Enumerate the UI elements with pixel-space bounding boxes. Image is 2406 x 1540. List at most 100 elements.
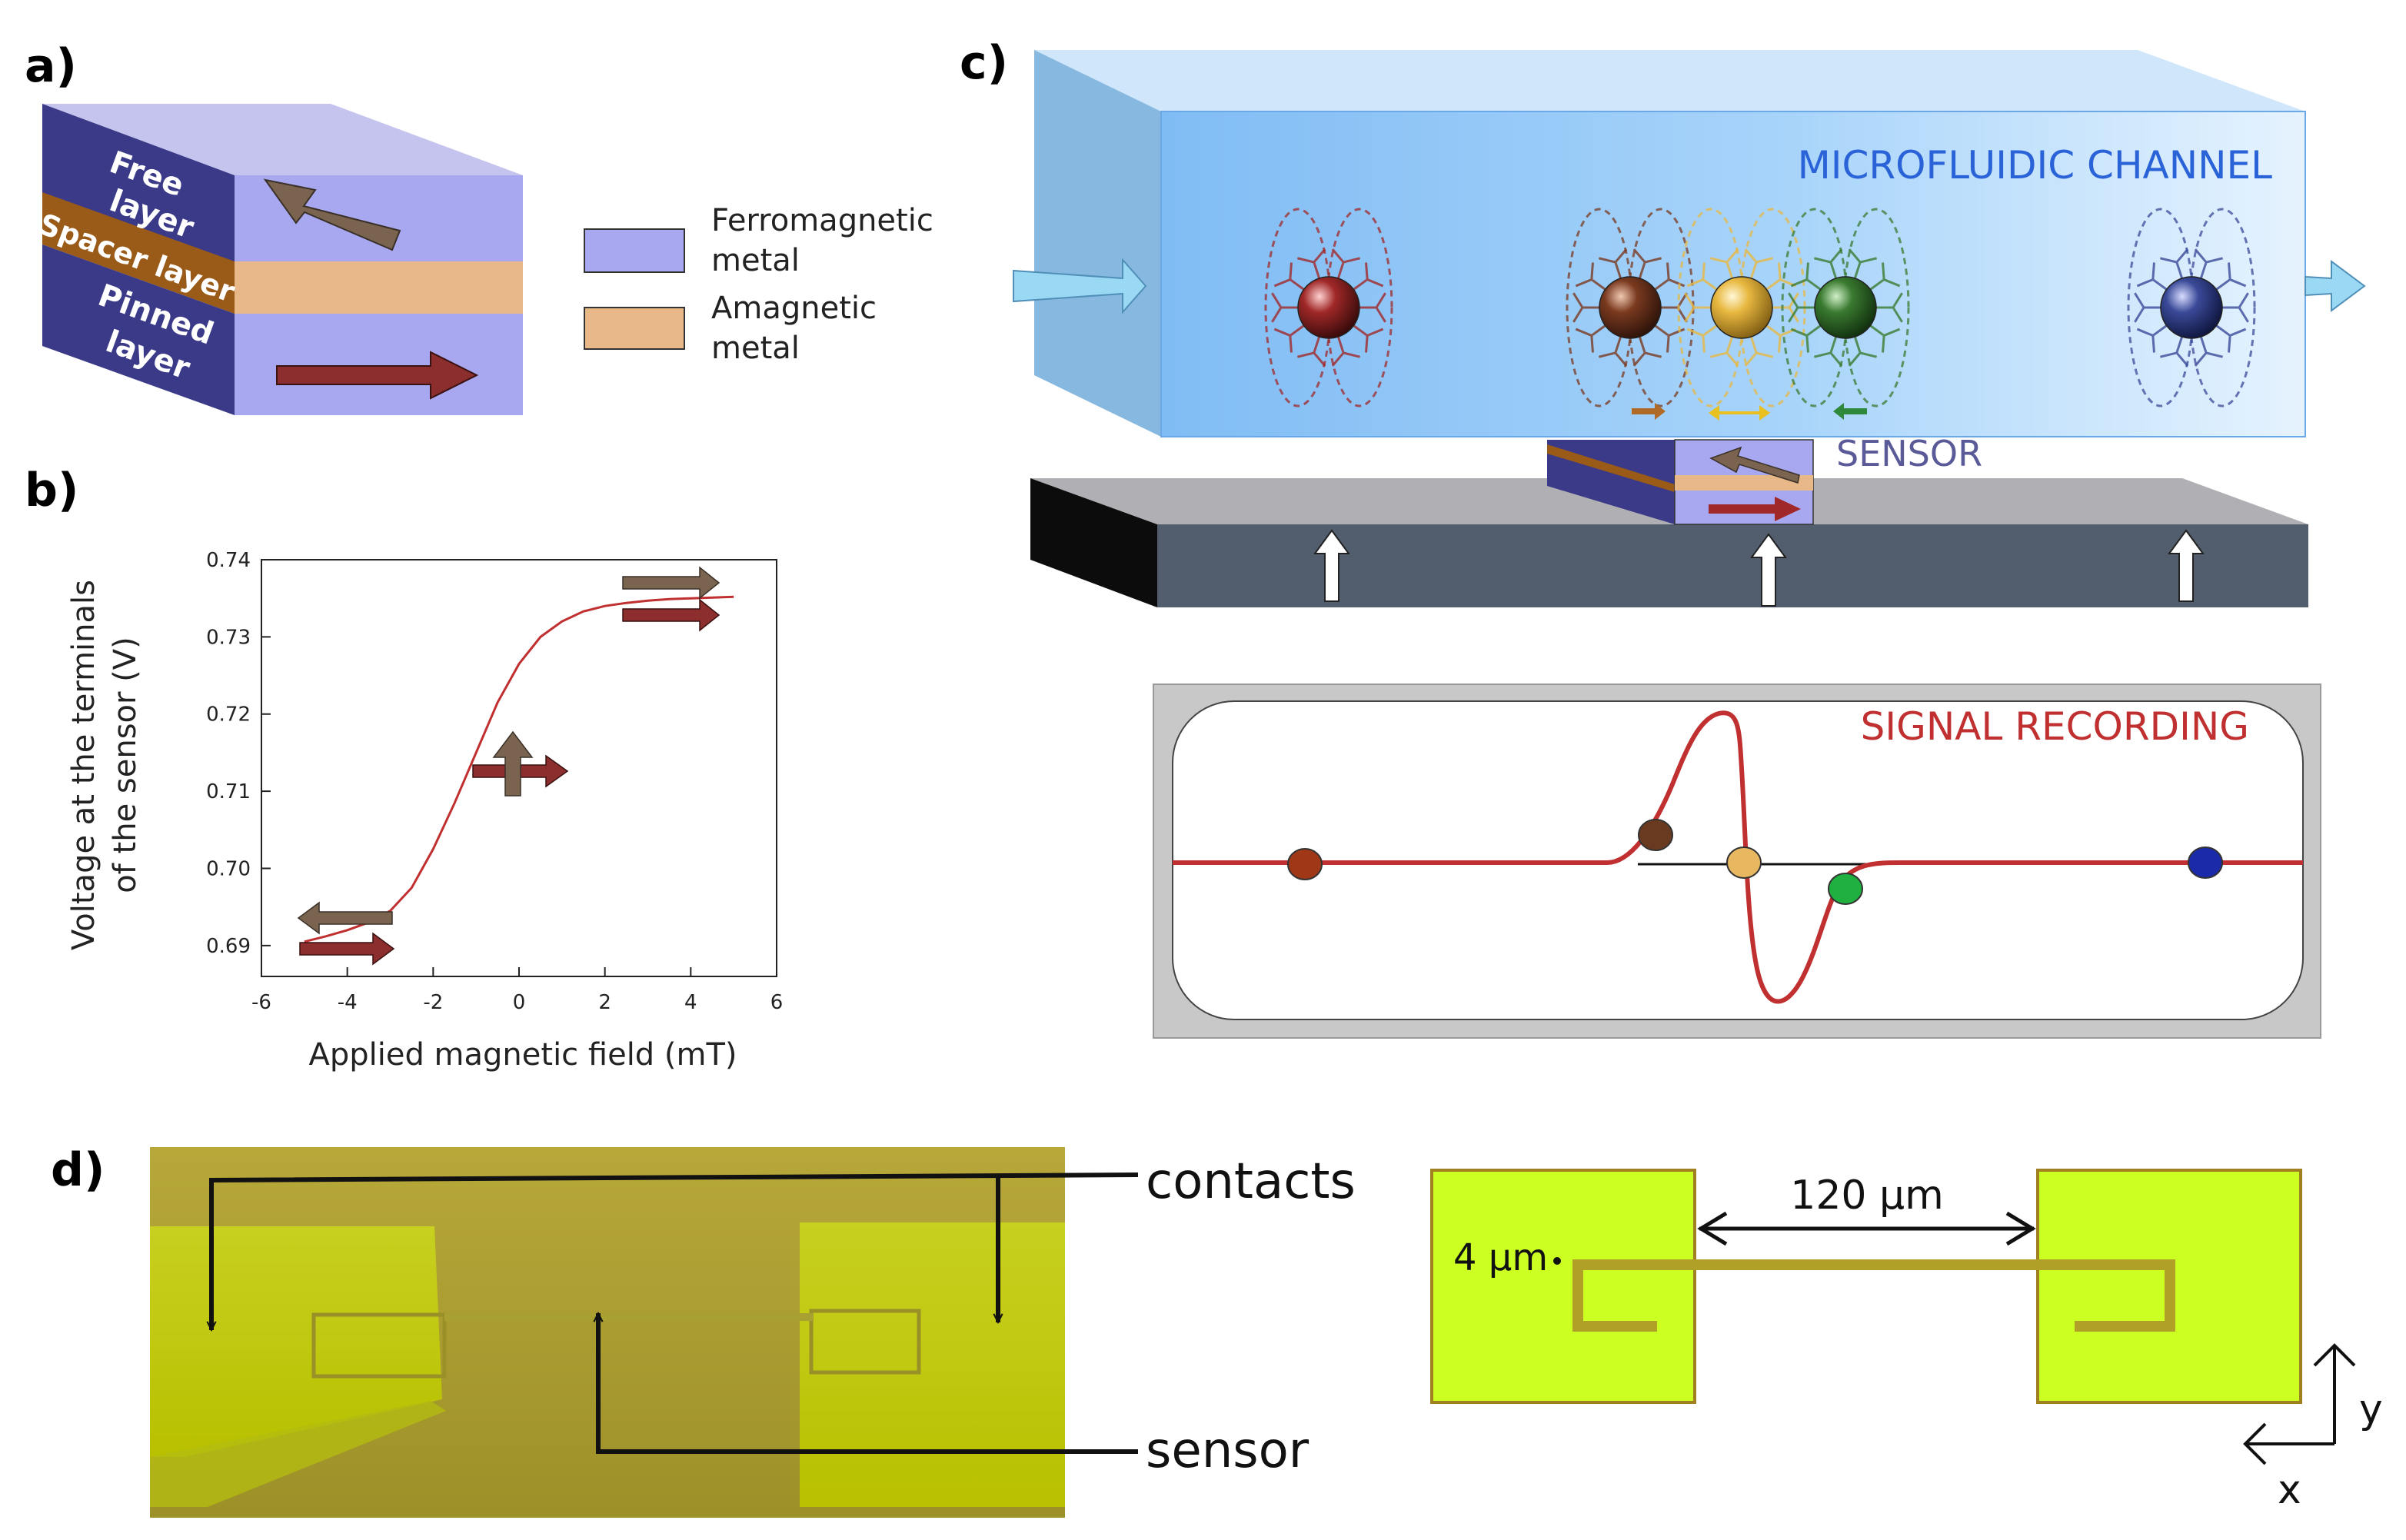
x-axis-label: Applied magnetic field (mT) [308, 1037, 737, 1073]
field-arrow-left [1833, 403, 1867, 420]
up-arrow-3 [2168, 529, 2205, 602]
micrograph-sensor-strip [444, 1313, 814, 1321]
magnetic-particle [1781, 208, 1910, 407]
antibody [1575, 324, 1606, 353]
antibody [1572, 292, 1599, 323]
high-state-free-arrow [622, 566, 720, 600]
sensor-spacer-front [1675, 475, 1813, 491]
micrograph-left-pad-edge [150, 1401, 446, 1507]
antibody [1273, 262, 1305, 291]
distance-arrow-right [2005, 1211, 2036, 1246]
substrate-front-face [1157, 524, 2308, 607]
antibody [1686, 324, 1718, 353]
antibody [1710, 248, 1739, 279]
micrograph-left-pad [150, 1226, 442, 1457]
y-tick-label: 0.71 [206, 780, 251, 803]
antibody [1744, 336, 1773, 367]
antibody [1632, 248, 1662, 279]
antibody [1271, 292, 1298, 323]
signal-label: SIGNAL RECORDING [1861, 704, 2249, 749]
channel-top-face [1034, 50, 2305, 111]
particle-bead [1297, 276, 1360, 339]
low-state-free-arrow [297, 901, 393, 935]
panel-d-letter: d) [51, 1143, 105, 1197]
free-layer-magnetization-arrow [263, 178, 401, 251]
contacts-pointer-left [211, 1172, 1139, 1330]
sensor-pointer-label: sensor [1146, 1422, 1309, 1479]
signal-dots [1287, 819, 2223, 905]
y-tick-label: 0.73 [206, 626, 251, 649]
high-state-pinned-arrow [622, 598, 720, 632]
sensor-label: SENSOR [1836, 433, 1982, 474]
distance-label: 120 µm [1790, 1172, 1944, 1219]
antibody [1686, 262, 1718, 291]
y-axis-label-2: of the sensor (V) [108, 637, 143, 893]
micrograph-right-sensor-loop [809, 1309, 921, 1375]
x-tick-label: -4 [338, 991, 358, 1014]
pinned-layer-side [42, 244, 235, 415]
micrograph-left-sensor-loop [311, 1312, 447, 1379]
sensor-free-arrow [1709, 446, 1800, 484]
substrate-side-face [1030, 478, 1157, 607]
outlet-flow-arrow [2305, 260, 2366, 312]
panel-a: a) Free layer Spacer layer Pinned layer … [25, 39, 933, 415]
x-tick-label: -2 [423, 991, 443, 1014]
antibody [2215, 324, 2247, 353]
antibody [1599, 336, 1628, 367]
x-tick-label: 6 [770, 991, 784, 1014]
signal-dot [1638, 819, 1673, 851]
y-tick-label: 0.70 [206, 857, 251, 880]
x-tick-label: 4 [684, 991, 697, 1014]
pinned-layer-magnetization-arrow [276, 351, 479, 400]
antibody [2222, 292, 2249, 323]
antibody [1353, 262, 1384, 291]
magnetic-particle [1264, 208, 1393, 407]
antibody [1632, 336, 1662, 367]
up-arrow-1 [1313, 529, 1350, 602]
antibody [1353, 324, 1384, 353]
antibody [2160, 248, 2189, 279]
stack-top-face [42, 104, 523, 175]
channel-front-face [1160, 111, 2306, 437]
antibody [1359, 292, 1386, 323]
antibody [1575, 262, 1606, 291]
distance-arrow-left [1697, 1211, 1728, 1246]
antibody [1684, 292, 1711, 323]
particle-bead [1599, 276, 1662, 339]
antibody [1814, 336, 1843, 367]
legend-label-ferromagnetic-2: metal [711, 243, 800, 278]
signal-dot [2188, 847, 2223, 879]
pinned-layer-front [235, 314, 523, 415]
panel-d: d) contacts sensor 4 µm 120 µm y x [51, 1143, 2383, 1518]
antibody [2215, 262, 2247, 291]
signal-dot [1726, 847, 1762, 879]
particle-bead [1710, 276, 1773, 339]
y-axis-letter: y [2359, 1386, 2383, 1432]
field-arrow-both-right-head [1759, 405, 1770, 421]
antibody [1814, 248, 1843, 279]
antibody [2136, 324, 2168, 353]
antibody [1331, 336, 1360, 367]
legend-label-amagnetic-1: Amagnetic [711, 291, 877, 326]
panel-a-letter: a) [25, 39, 77, 93]
schematic-left-contact [1430, 1169, 1696, 1404]
antibody [1744, 248, 1773, 279]
antibody [1869, 262, 1901, 291]
channel-label: MICROFLUIDIC CHANNEL [1798, 143, 2273, 188]
y-tick-label: 0.74 [206, 549, 251, 572]
antibody [1788, 292, 1815, 323]
inlet-flow-arrow [1013, 258, 1147, 314]
x-tick-label: 0 [513, 991, 526, 1014]
field-arrow-both-left-head [1709, 405, 1719, 421]
magnetic-particle [2127, 208, 2256, 407]
micrograph-right-pad [800, 1222, 1065, 1507]
y-axis-label-1: Voltage at the terminals [66, 580, 101, 950]
panel-c: c) MICROFLUIDIC CHANNEL SENSOR [960, 36, 2366, 1039]
up-arrow-2 [1750, 533, 1787, 607]
antibody [2194, 336, 2223, 367]
legend-label-amagnetic-2: metal [711, 331, 800, 366]
antibody [1654, 262, 1686, 291]
sensor-pointer [598, 1313, 1138, 1454]
